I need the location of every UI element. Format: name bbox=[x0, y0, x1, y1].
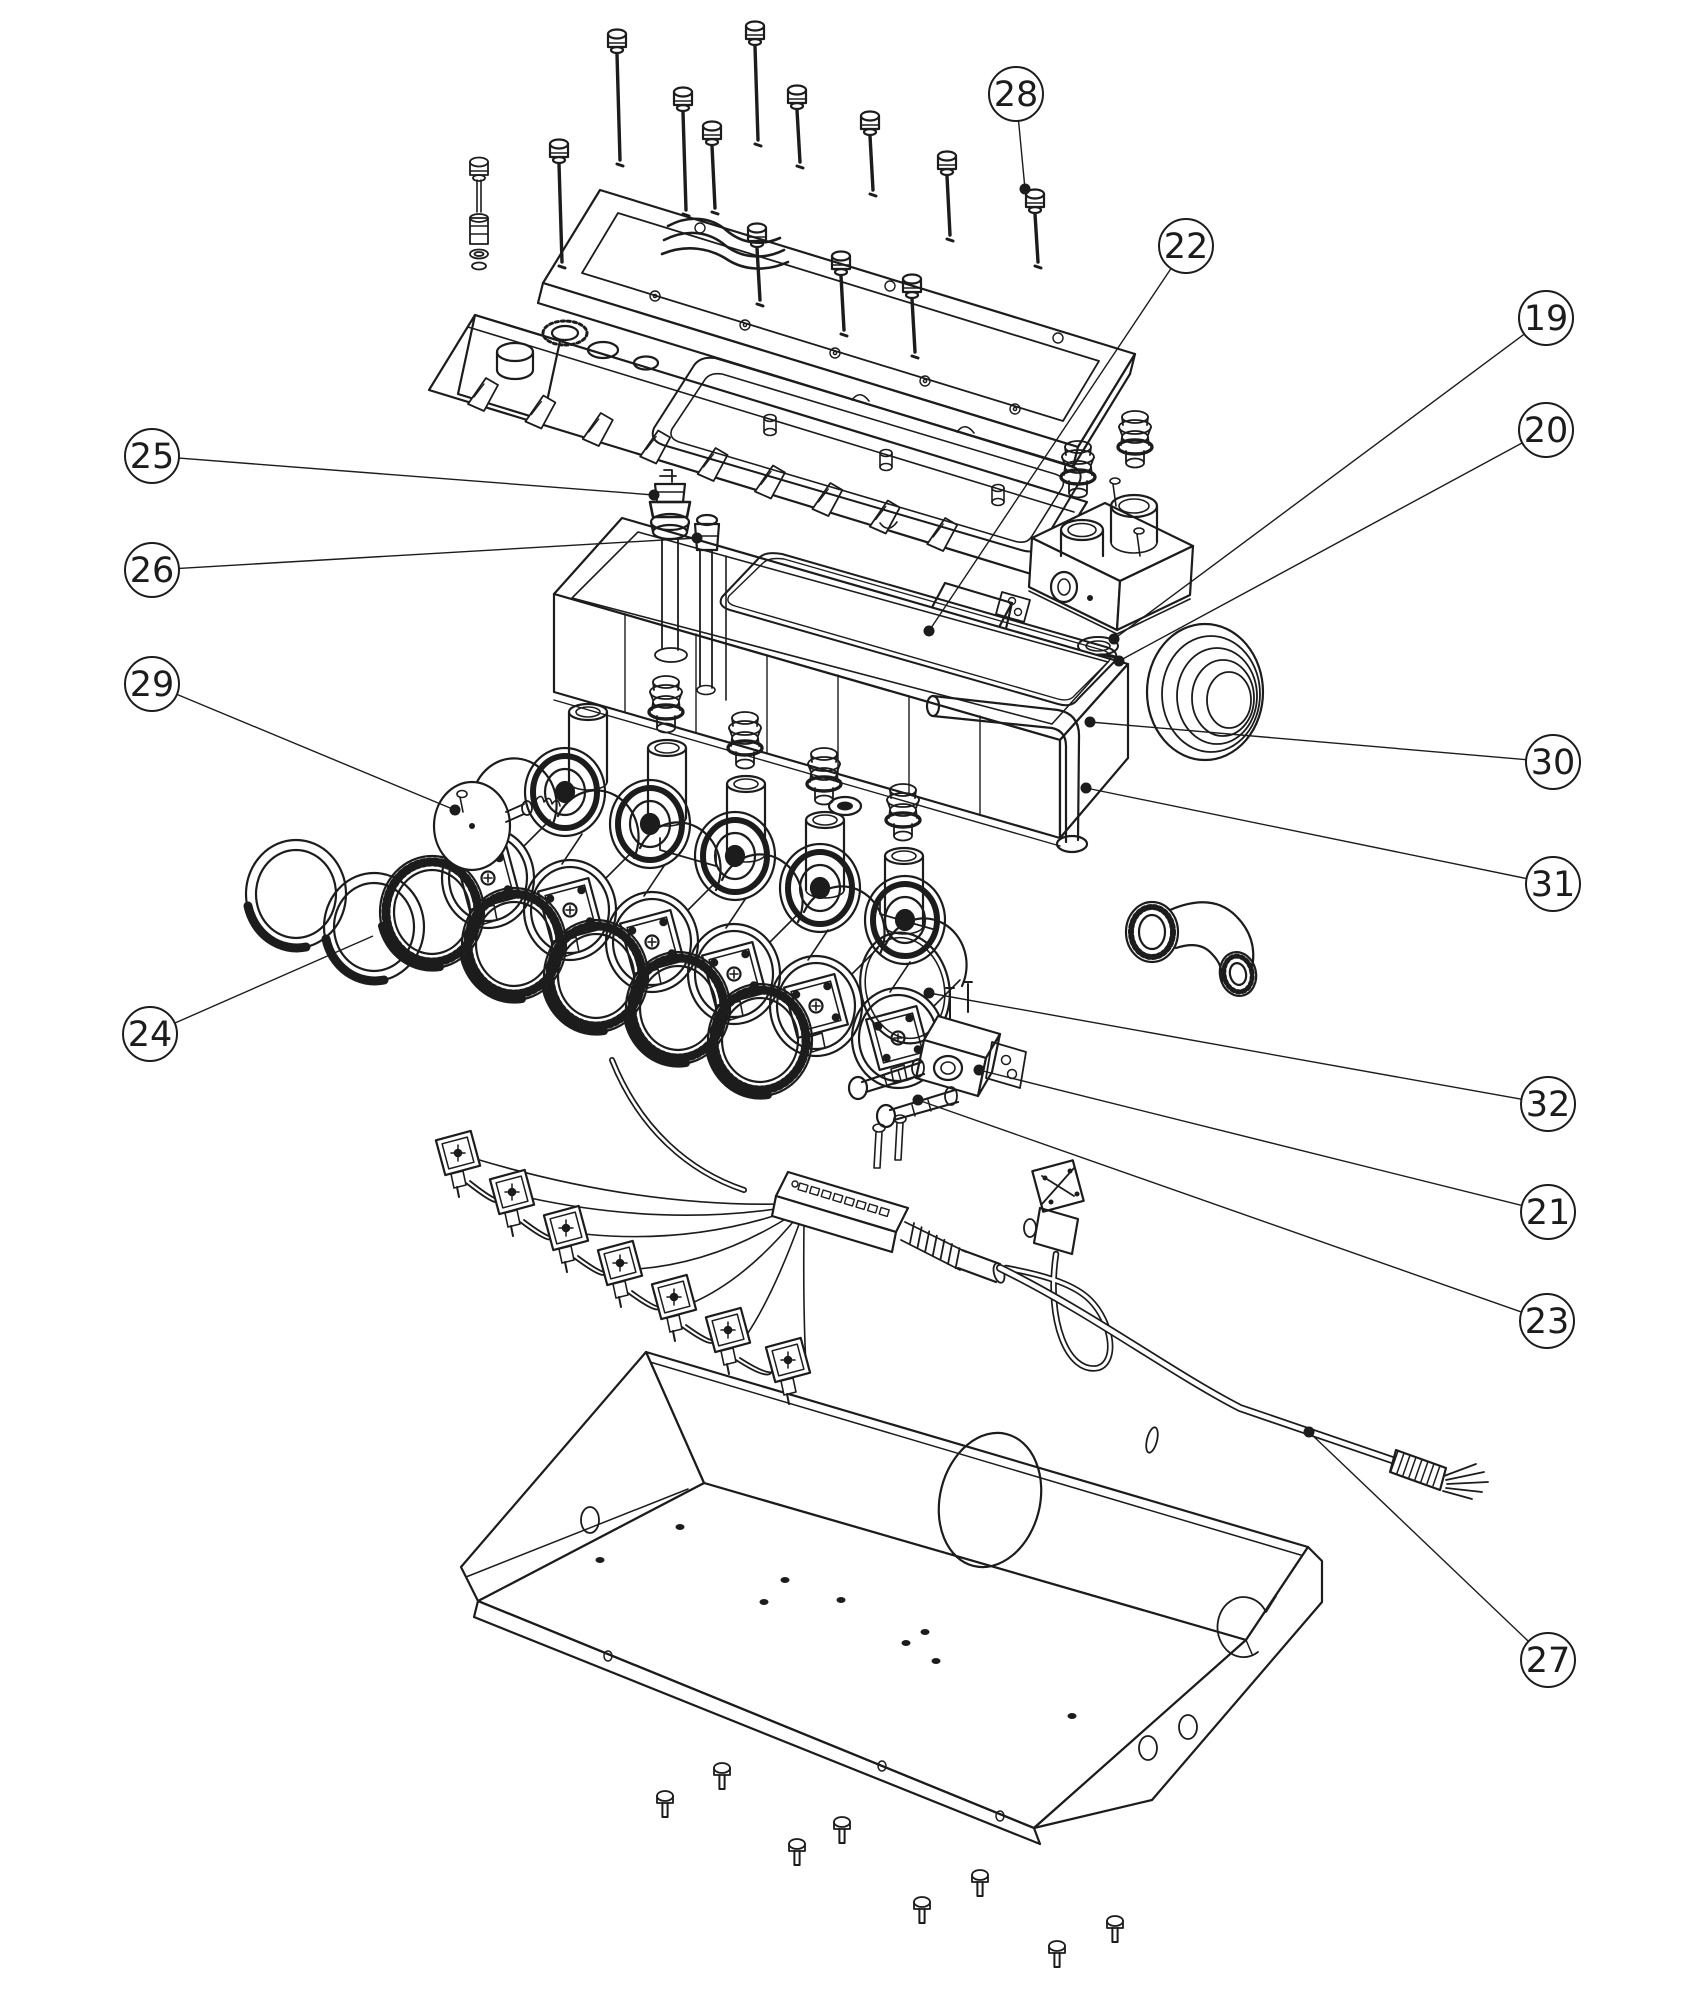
check-valve-block bbox=[847, 981, 1027, 1169]
leader-line bbox=[1113, 333, 1525, 640]
elbow-hose-fitting bbox=[1124, 900, 1258, 997]
valve-cover bbox=[427, 313, 1089, 579]
balloon-circle bbox=[1518, 402, 1574, 458]
cover-screws bbox=[548, 20, 1046, 360]
leader-line bbox=[1085, 787, 1527, 880]
balloon-number: 27 bbox=[1526, 1641, 1571, 1681]
manifold-tank bbox=[552, 516, 1130, 935]
balloon-circle bbox=[988, 66, 1044, 122]
callout-20: 20 bbox=[1113, 402, 1574, 667]
balloon-circle bbox=[1520, 1184, 1576, 1240]
outlet-pipe bbox=[925, 694, 1089, 854]
callout-21: 21 bbox=[973, 1064, 1576, 1240]
harness-cables bbox=[609, 1057, 1402, 1466]
balloon-number: 30 bbox=[1531, 743, 1576, 783]
callout-29: 29 bbox=[124, 656, 461, 816]
leader-dot bbox=[973, 1064, 985, 1076]
leader-line bbox=[174, 935, 374, 1024]
corrugated-coupler bbox=[1145, 622, 1265, 762]
callout-27: 27 bbox=[1303, 1426, 1576, 1688]
cover-screw-bosses bbox=[649, 222, 1064, 415]
callout-31: 31 bbox=[1080, 782, 1581, 912]
balloon-number: 22 bbox=[1164, 227, 1209, 267]
callout-24: 24 bbox=[122, 935, 374, 1062]
callout-layer: 19 20 21 22 23 24 25 26 27 28 29 30 31 32 bbox=[122, 66, 1581, 1688]
leader-dot bbox=[1084, 716, 1096, 728]
leader-line bbox=[1017, 120, 1026, 190]
leader-line bbox=[1118, 442, 1523, 662]
balloon-circle bbox=[1519, 1293, 1575, 1349]
leader-line bbox=[178, 537, 698, 570]
leader-dot bbox=[923, 625, 935, 637]
leader-dot bbox=[1080, 782, 1092, 794]
leader-line bbox=[978, 1069, 1522, 1207]
leader-line bbox=[1089, 721, 1527, 761]
leader-line bbox=[178, 457, 655, 496]
balloon-circle bbox=[1518, 290, 1574, 346]
mounting-tray bbox=[459, 1350, 1324, 1846]
top-cover-plate bbox=[536, 188, 1137, 469]
leader-dot bbox=[691, 532, 703, 544]
leader-dot bbox=[648, 489, 660, 501]
balloon-number: 24 bbox=[128, 1015, 173, 1055]
leader-dot bbox=[449, 804, 461, 816]
right-din-connector bbox=[1023, 1159, 1085, 1256]
leader-line bbox=[928, 992, 1522, 1100]
callout-25: 25 bbox=[124, 428, 660, 501]
wiring-harness bbox=[434, 1129, 1085, 1406]
balloon-circle bbox=[124, 428, 180, 484]
callout-32: 32 bbox=[923, 987, 1576, 1132]
balloon-circle bbox=[1158, 218, 1214, 274]
leader-dot bbox=[912, 1094, 924, 1106]
balloon-number: 20 bbox=[1524, 411, 1569, 451]
tray-holes bbox=[595, 1524, 1077, 1822]
balloon-number: 26 bbox=[130, 551, 175, 591]
leader-dot bbox=[923, 987, 935, 999]
balloon-circle bbox=[1520, 1076, 1576, 1132]
leader-dot bbox=[1019, 183, 1031, 195]
leader-line bbox=[176, 693, 456, 811]
leader-dot bbox=[1303, 1426, 1315, 1438]
leader-line bbox=[1308, 1431, 1529, 1642]
balloon-circle bbox=[124, 656, 180, 712]
callout-19: 19 bbox=[1108, 290, 1574, 645]
leader-line bbox=[917, 1099, 1522, 1313]
balloon-number: 29 bbox=[130, 665, 175, 705]
vent-plug-parts bbox=[469, 156, 489, 271]
din-connectors bbox=[434, 1129, 812, 1406]
callout-26: 26 bbox=[124, 532, 703, 598]
callout-22: 22 bbox=[923, 218, 1214, 637]
balloon-number: 23 bbox=[1525, 1302, 1570, 1342]
tank-oring-cord bbox=[719, 552, 1118, 707]
splined-cable-end bbox=[1388, 1448, 1489, 1500]
callout-30: 30 bbox=[1084, 716, 1581, 790]
balloon-number: 25 bbox=[130, 437, 175, 477]
inlet-box bbox=[1027, 409, 1195, 635]
balloon-circle bbox=[1520, 1632, 1576, 1688]
balloon-circle bbox=[1525, 856, 1581, 912]
leader-dot bbox=[1113, 655, 1125, 667]
balloon-circle bbox=[1525, 734, 1581, 790]
leader-line bbox=[928, 268, 1172, 632]
balloon-circle bbox=[124, 542, 180, 598]
terminal-strip bbox=[770, 1170, 910, 1254]
callout-23: 23 bbox=[912, 1094, 1575, 1349]
callout-28: 28 bbox=[988, 66, 1044, 195]
main-cable bbox=[900, 1221, 1006, 1284]
balloon-circle bbox=[122, 1006, 178, 1062]
balloon-number: 28 bbox=[994, 75, 1039, 115]
coil-oring bbox=[859, 931, 951, 1045]
balloon-number: 21 bbox=[1526, 1193, 1571, 1233]
leader-dot bbox=[1108, 633, 1120, 645]
balloon-number: 31 bbox=[1531, 865, 1576, 905]
cover-clips bbox=[467, 377, 959, 552]
diaphragm-disc bbox=[432, 780, 573, 872]
balloon-number: 32 bbox=[1526, 1085, 1571, 1125]
balloon-number: 19 bbox=[1524, 299, 1569, 339]
